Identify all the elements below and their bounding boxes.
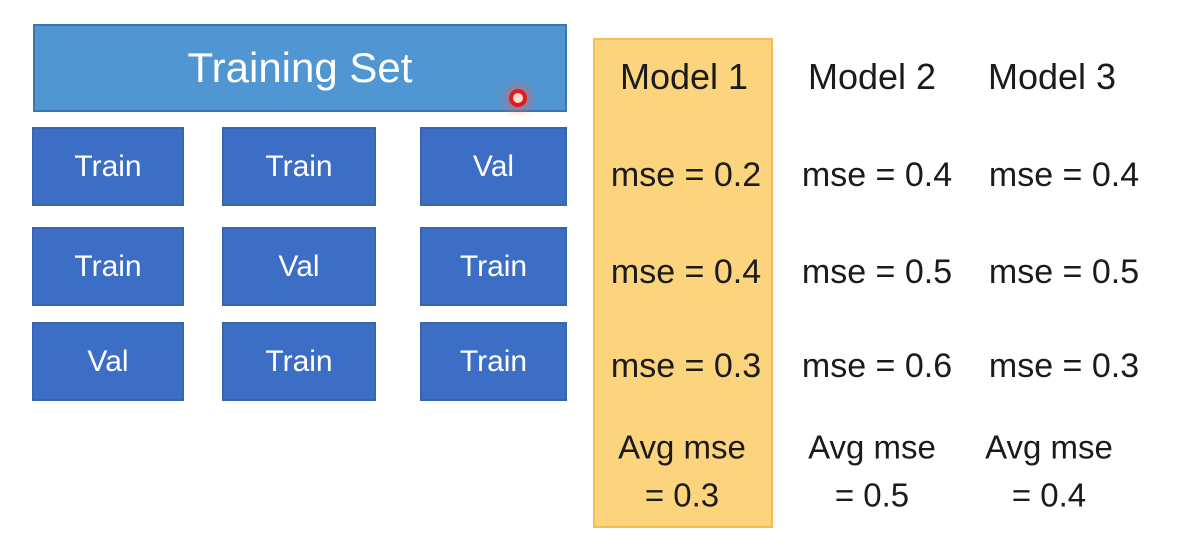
fold-cell-r1c3: Val [420,127,567,206]
model-1-mse-fold-1: mse = 0.2 [610,156,762,194]
model-2-header: Model 2 [807,56,937,97]
fold-cell-r2c1: Train [32,227,184,306]
fold-cell-r3c2: Train [222,322,376,401]
fold-cell-r1c1: Train [32,127,184,206]
fold-label: Val [87,344,129,378]
model-2-mse-fold-3: mse = 0.6 [801,347,953,385]
model-1-avg-value: = 0.3 [644,476,720,514]
model-1-mse-fold-3: mse = 0.3 [610,347,762,385]
model-2-avg-value: = 0.5 [834,476,910,514]
training-set-header: Training Set [33,24,567,112]
fold-label: Train [459,249,528,283]
model-3-avg-value: = 0.4 [1011,476,1087,514]
fold-label: Val [278,249,320,283]
fold-cell-r1c2: Train [222,127,376,206]
model-1-highlight [593,38,773,528]
fold-label: Train [74,249,142,283]
model-3-mse-fold-2: mse = 0.5 [988,253,1140,291]
fold-cell-r2c2: Val [222,227,376,306]
fold-label: Train [265,149,333,183]
model-1-avg-label: Avg mse [618,428,746,466]
fold-label: Val [472,149,515,183]
model-1-mse-fold-2: mse = 0.4 [610,253,762,291]
fold-label: Train [74,149,142,183]
laser-pointer-dot [509,89,527,107]
fold-cell-r3c1: Val [32,322,184,401]
model-1-header: Model 1 [619,56,749,97]
model-3-header: Model 3 [987,56,1117,97]
fold-cell-r2c3: Train [420,227,567,306]
model-2-avg-label: Avg mse [808,428,936,466]
model-2-mse-fold-2: mse = 0.5 [801,253,953,291]
model-3-mse-fold-1: mse = 0.4 [988,156,1140,194]
model-3-mse-fold-3: mse = 0.3 [988,347,1140,385]
training-set-title: Training Set [187,44,413,91]
model-2-mse-fold-1: mse = 0.4 [801,156,953,194]
fold-cell-r3c3: Train [420,322,567,401]
model-3-avg-label: Avg mse [985,428,1113,466]
fold-label: Train [265,344,333,378]
fold-label: Train [459,344,528,378]
